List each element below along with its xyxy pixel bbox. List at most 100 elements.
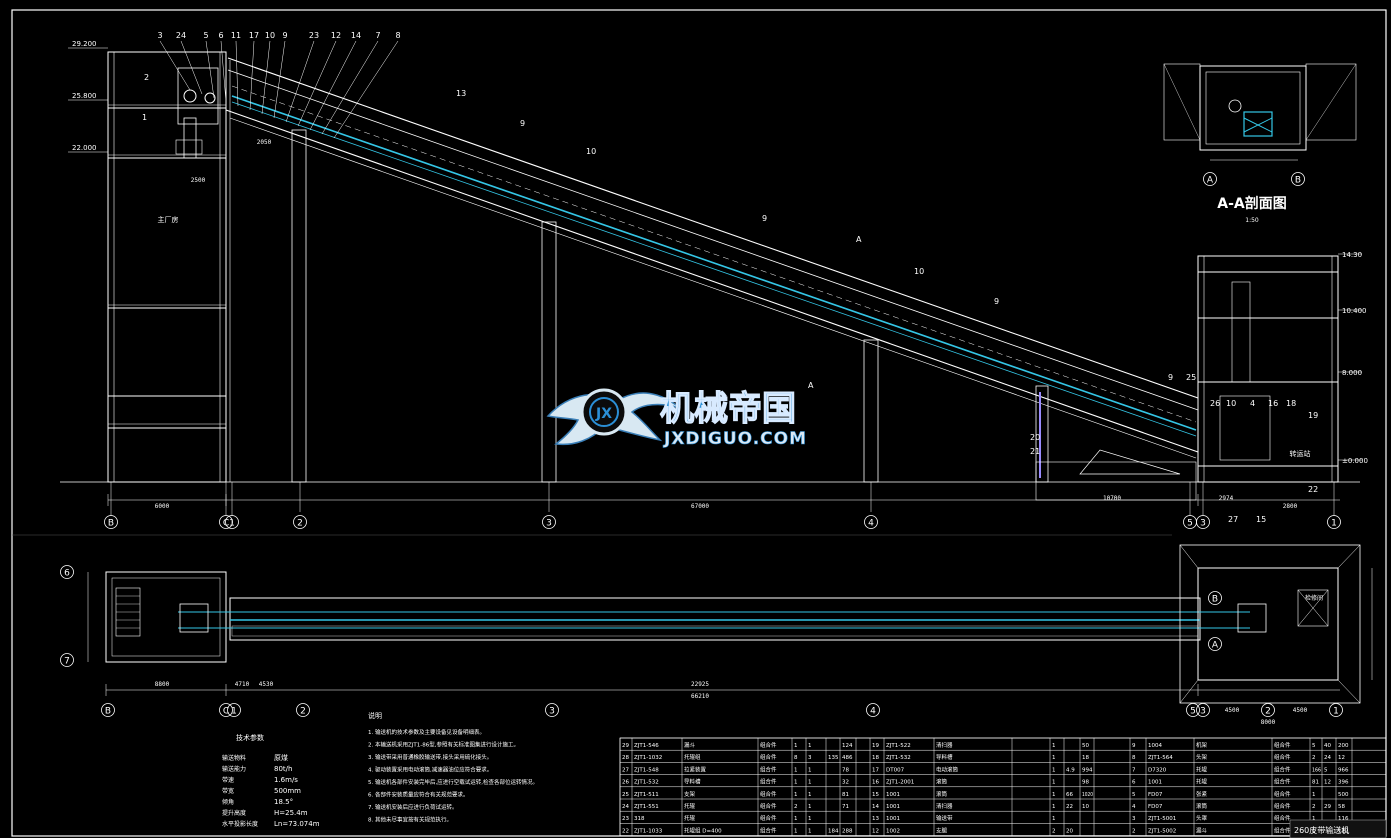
bom-cell: DT007 [886,767,905,773]
bom-cell: 58 [1338,804,1345,810]
bom-cell: 组合件 [1274,814,1291,822]
part-number: 5 [203,31,208,40]
note-line: 4. 驱动装置采用电动滚筒,减速器油位应符合要求。 [368,766,492,774]
bom-cell: 8 [794,755,798,761]
part-number: 25 [1186,373,1196,382]
bom-cell: 组合件 [1274,802,1291,810]
bom-cell: FD07 [1148,804,1163,810]
plan-dimension: 4530 [259,681,274,688]
plan-dimension: 8800 [155,681,170,688]
part-number: 20 [1030,433,1040,442]
bom-cell: 26 [622,780,629,786]
bom-cell: 396 [1338,780,1349,786]
bom-cell: 14 [872,804,879,810]
elevation-label: 29.200 [72,40,97,48]
logo-badge: JX [595,406,612,422]
bom-cell: 8 [1132,755,1136,761]
axis-bubble-circle [545,703,559,717]
bom-cell: 966 [1338,767,1349,773]
axis-bubble: 3 [1200,707,1206,717]
dimension-label: 2050 [257,139,272,146]
elevation-label: ±0.000 [1342,457,1368,465]
part-number: 6 [218,31,223,40]
part-number: 11 [231,31,241,40]
tech-title: 技术参数 [236,733,264,742]
bom-cell: 滚筒 [936,790,948,798]
bom-cell: 18 [1082,755,1089,761]
part-number: 8 [395,31,400,40]
bom-title-block [1289,819,1387,838]
bom-cell: 组合件 [1274,826,1291,834]
part-number: 15 [1256,515,1266,524]
axis-bubble-circle [104,515,118,529]
part-number: 14 [351,31,361,40]
part-number: 26 [1210,399,1220,408]
note-line: 2. 本输送机采用ZJT1-86型,参照有关标准图集进行设计施工。 [368,741,519,749]
room-label: 检修间 [1305,594,1323,602]
tech-param-label: 倾角 [222,798,234,806]
note-line: 5. 输送机各部件安装完毕后,应进行空载试运转,检查各部位运转情况。 [368,778,538,786]
bom-cell: 32 [842,780,849,786]
axis-bubble: 5 [1187,519,1193,529]
axis-bubble: B [108,519,114,529]
bom-cell: 5 [1132,792,1136,798]
bom-cell: 支腿 [936,826,948,834]
bom-cell: 2 [1312,755,1316,761]
dimension-label: 10700 [1103,495,1121,502]
axis-bubble: 3 [1200,519,1206,529]
tech-param-label: 水平投影长度 [222,820,258,828]
bom-cell: 组合件 [760,802,777,810]
plan-row-bubble-circle [60,565,74,579]
bom-cell: 1 [794,780,798,786]
bom-cell: ZJT1-564 [1148,755,1173,761]
axis-bubble-circle [542,515,556,529]
bom-cell: 1 [1052,743,1056,749]
part-number: 9 [762,214,767,223]
bom-cell: 10 [1082,804,1089,810]
bom-cell: 组合件 [760,826,777,834]
bom-cell: ZJT1-548 [634,767,659,773]
bom-cell: 5 [1312,743,1316,749]
note-line: 8. 其他未尽事宜按有关规范执行。 [368,816,452,824]
bom-cell: 116 [1338,816,1349,822]
bom-cell: 4 [1132,804,1136,810]
bom-cell: 托辊 [684,814,696,822]
plan-dimension: 4500 [1293,707,1308,714]
plan-dimension: 66210 [691,693,709,700]
axis-bubble: 2 [1265,707,1271,717]
part-number: 24 [176,31,186,40]
part-number: 22 [1308,485,1318,494]
bom-cell: 1002 [886,828,900,834]
plan-row-bubble: 6 [64,569,70,579]
tech-param-value: 原煤 [274,753,288,762]
bom-cell: 78 [842,767,849,773]
bom-cell: 166 [1312,767,1321,773]
note-line: 1. 输送机的技术参数及主要设备见设备明细表。 [368,728,485,736]
bom-cell: 66 [1066,792,1073,798]
plan-dimension: 22925 [691,681,709,688]
axis-bubble: 1 [1333,707,1339,717]
bom-cell: 13 [872,816,879,822]
bom-cell: 12 [872,828,879,834]
axis-bubble-circle [864,515,878,529]
bom-cell: 17 [872,767,879,773]
plan-row-bubble: 7 [64,657,70,667]
bom-cell: 2 [1312,804,1316,810]
bom-cell: ZJT1-532 [634,780,659,786]
logo-en: JXDIGUO.COM [663,429,807,449]
bom-cell: D7320 [1148,767,1167,773]
plan-dimension: 4500 [1225,707,1240,714]
tech-param-label: 带速 [222,776,234,784]
bom-cell: 组合件 [1274,765,1291,773]
bom-cell: 1 [1052,755,1056,761]
dimension-label: 2800 [1283,503,1298,510]
part-number: 9 [994,297,999,306]
bom-cell: 2 [794,804,798,810]
bom-cell: ZJT1-5002 [1148,828,1176,834]
bom-cell: 122 [1338,828,1349,834]
bom-cell: 2 [1052,828,1056,834]
bom-cell: 导料槽 [684,778,701,786]
tech-param-label: 输送能力 [222,765,246,773]
transfer-station [1197,255,1339,483]
bom-cell: 支架 [684,790,696,798]
